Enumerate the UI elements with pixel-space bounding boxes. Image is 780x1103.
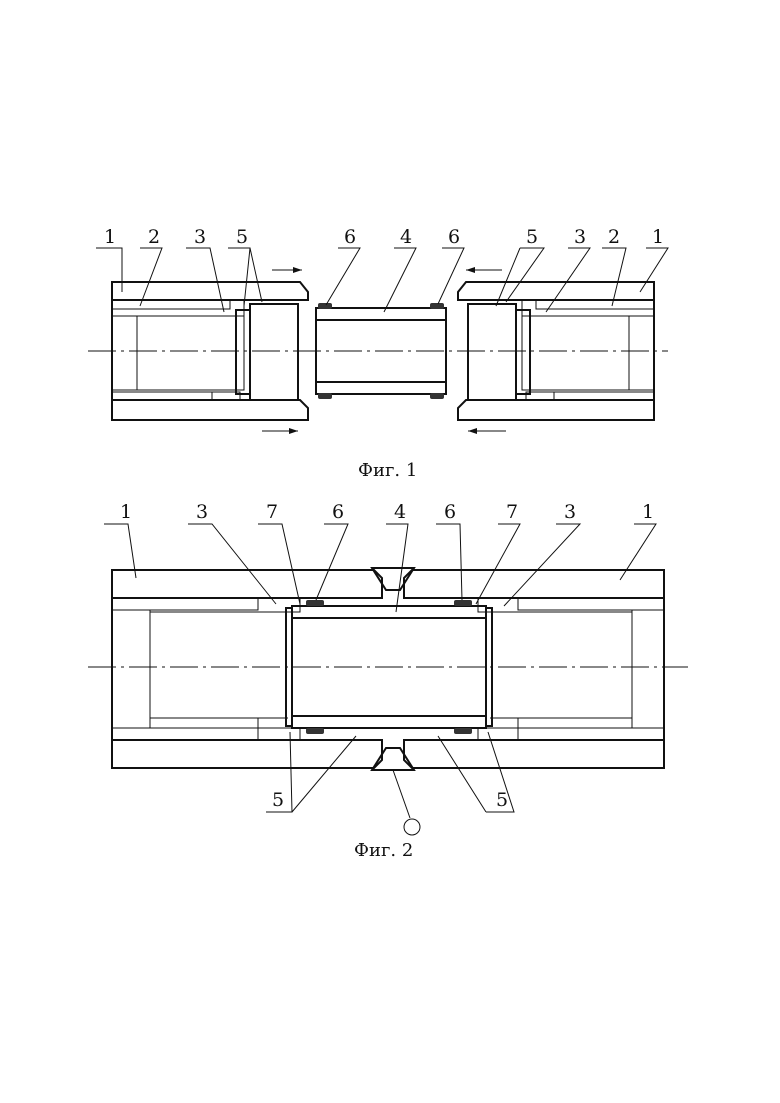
fig1-label-3b: 3 bbox=[574, 226, 586, 248]
left-pipe-assembly bbox=[111, 281, 309, 421]
coupling-sleeve bbox=[315, 303, 447, 399]
figure-2-caption: Фиг. 2 bbox=[354, 840, 413, 861]
fig2-label-3b: 3 bbox=[564, 501, 576, 523]
fig1-label-6a: 6 bbox=[344, 226, 356, 248]
fig1-label-2b: 2 bbox=[608, 226, 620, 248]
fig2-label-3: 3 bbox=[196, 501, 208, 523]
fig2-label-5a: 5 bbox=[272, 789, 284, 811]
fig1-label-4: 4 bbox=[400, 226, 412, 248]
fig2-label-1b: 1 bbox=[642, 501, 654, 523]
figure-2: 1 3 7 6 4 6 7 3 1 5 5 Фиг. 2 bbox=[88, 501, 688, 861]
figure-1: 1 2 3 5 6 4 6 5 3 2 1 Фиг. 1 bbox=[88, 226, 669, 481]
fig1-label-2: 2 bbox=[148, 226, 160, 248]
fig1-label-5b: 5 bbox=[526, 226, 538, 248]
right-pipe-assembly bbox=[457, 281, 655, 421]
fig2-label-4: 4 bbox=[394, 501, 406, 523]
fig2-label-6b: 6 bbox=[444, 501, 456, 523]
fig2-label-7b: 7 bbox=[506, 501, 518, 523]
fig2-label-1: 1 bbox=[120, 501, 132, 523]
fig1-label-1b: 1 bbox=[652, 226, 664, 248]
fig1-label-1: 1 bbox=[104, 226, 116, 248]
fig2-label-5b: 5 bbox=[496, 789, 508, 811]
fig2-label-6: 6 bbox=[332, 501, 344, 523]
coupling-sleeve-2 bbox=[285, 600, 493, 734]
fig2-label-7: 7 bbox=[266, 501, 278, 523]
weld-symbol-icon bbox=[403, 818, 421, 836]
fig1-label-3: 3 bbox=[194, 226, 206, 248]
fig1-label-5: 5 bbox=[236, 226, 248, 248]
figure-1-caption: Фиг. 1 bbox=[358, 460, 417, 481]
fig1-label-6b: 6 bbox=[448, 226, 460, 248]
